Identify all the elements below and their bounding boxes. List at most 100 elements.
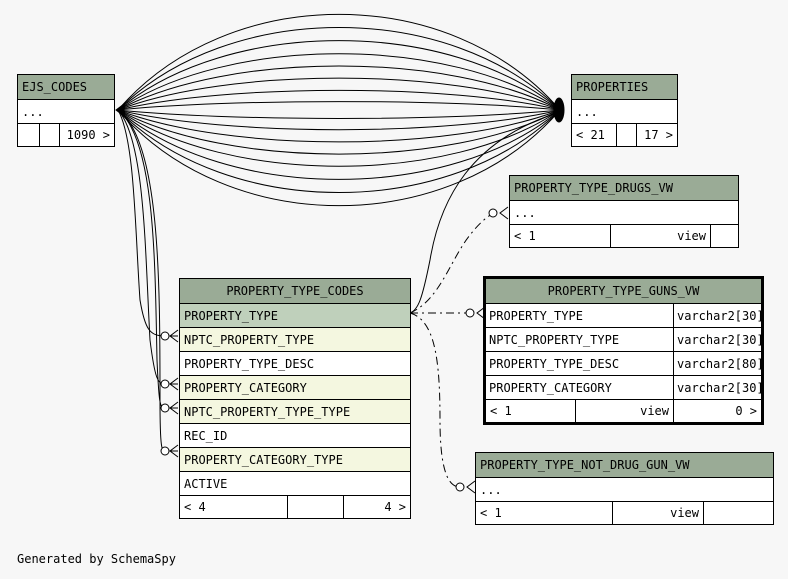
relationship-arc — [117, 109, 561, 193]
column-row[interactable]: PROPERTY_CATEGORY_TYPE — [180, 448, 410, 472]
column-row[interactable]: PROPERTY_CATEGORY — [180, 376, 410, 400]
children-count[interactable]: 0 > — [673, 400, 761, 422]
relationship-arc — [117, 27, 561, 111]
column-count — [39, 124, 59, 146]
column-count — [287, 496, 343, 518]
relationship-arc — [117, 109, 561, 119]
relationship-arc — [117, 109, 561, 155]
fk-line-property-category — [117, 109, 166, 385]
table-ejs-codes[interactable]: EJS_CODES ... 1090 > — [17, 74, 115, 147]
fk-end-circle — [160, 379, 170, 389]
table-placeholder: ... — [510, 201, 738, 225]
crowfoot-mark — [169, 401, 179, 415]
relationship-arc — [117, 77, 561, 111]
column-type: varchar2[80] — [673, 352, 761, 375]
column-name: PROPERTY_TYPE — [489, 309, 583, 323]
table-placeholder: ... — [572, 100, 677, 124]
crowfoot-mark — [466, 480, 476, 494]
fk-line-nptc-property-type — [117, 109, 166, 337]
column-type: varchar2[30] — [673, 328, 761, 351]
column-name: NPTC_PROPERTY_TYPE — [489, 333, 620, 347]
fk-line-drugs-vw — [409, 212, 496, 314]
table-property-type-codes[interactable]: PROPERTY_TYPE_CODES PROPERTY_TYPE NPTC_P… — [179, 278, 411, 519]
table-title[interactable]: PROPERTY_TYPE_CODES — [180, 279, 410, 304]
relationship-arc — [117, 53, 561, 111]
column-row[interactable]: NPTC_PROPERTY_TYPE — [180, 328, 410, 352]
children-count[interactable]: 17 > — [636, 124, 677, 146]
parents-count[interactable]: < 1 — [490, 404, 512, 418]
table-footer: 1090 > — [18, 124, 114, 146]
fk-line-not-drug-gun-vw — [409, 312, 461, 488]
fk-end-circle — [160, 331, 170, 341]
column-type: varchar2[30] — [673, 304, 761, 327]
column-type: varchar2[30] — [673, 376, 761, 399]
fk-end-circle — [455, 482, 465, 492]
parents-count[interactable]: < 4 — [184, 500, 206, 514]
crowfoot-mark — [169, 329, 179, 343]
column-name: PROPERTY_TYPE_DESC — [489, 357, 620, 371]
children-count[interactable]: 4 > — [343, 496, 410, 518]
column-row[interactable]: PROPERTY_CATEGORY varchar2[30] — [486, 376, 761, 400]
table-footer: < 1 view 0 > — [486, 400, 761, 422]
table-type: view — [612, 502, 703, 524]
table-properties[interactable]: PROPERTIES ... < 21 17 > — [571, 74, 678, 147]
fk-end-circle — [465, 308, 475, 318]
column-row[interactable]: PROPERTY_TYPE varchar2[30] — [486, 304, 761, 328]
column-count — [616, 124, 636, 146]
table-title[interactable]: PROPERTIES — [572, 75, 677, 100]
fk-line-properties-to-codes — [409, 111, 561, 314]
relationship-arc — [117, 13, 561, 111]
column-row[interactable]: REC_ID — [180, 424, 410, 448]
relationship-arc — [117, 89, 561, 111]
relationship-arc — [117, 109, 561, 180]
table-property-type-drugs-vw[interactable]: PROPERTY_TYPE_DRUGS_VW ... < 1 view — [509, 175, 739, 248]
table-property-type-not-drug-gun-vw[interactable]: PROPERTY_TYPE_NOT_DRUG_GUN_VW ... < 1 vi… — [475, 452, 774, 525]
table-title[interactable]: PROPERTY_TYPE_GUNS_VW — [486, 279, 761, 304]
column-row[interactable]: PROPERTY_TYPE_DESC — [180, 352, 410, 376]
table-title[interactable]: PROPERTY_TYPE_NOT_DRUG_GUN_VW — [476, 453, 773, 478]
relationship-arc — [117, 109, 561, 167]
parents-count[interactable]: < 1 — [480, 506, 502, 520]
column-row[interactable]: NPTC_PROPERTY_TYPE_TYPE — [180, 400, 410, 424]
table-placeholder: ... — [476, 478, 773, 502]
crowfoot-bundle — [553, 97, 565, 123]
column-name: PROPERTY_CATEGORY — [489, 381, 612, 395]
children-count — [703, 502, 773, 524]
crowfoot-mark — [169, 444, 179, 458]
parents-count[interactable]: < 21 — [576, 128, 605, 142]
relationship-arc — [117, 109, 561, 143]
table-property-type-guns-vw[interactable]: PROPERTY_TYPE_GUNS_VW PROPERTY_TYPE varc… — [483, 276, 764, 425]
arc-origin-marker — [115, 103, 125, 117]
table-type: view — [575, 400, 673, 422]
fk-line-property-category-type — [117, 109, 166, 452]
column-row[interactable]: PROPERTY_TYPE_DESC varchar2[80] — [486, 352, 761, 376]
table-placeholder: ... — [18, 100, 114, 124]
crowfoot-mark — [499, 206, 509, 220]
table-footer: < 4 4 > — [180, 496, 410, 518]
relationship-arc — [117, 109, 561, 207]
table-title[interactable]: PROPERTY_TYPE_DRUGS_VW — [510, 176, 738, 201]
table-title[interactable]: EJS_CODES — [18, 75, 114, 100]
fk-end-circle — [160, 403, 170, 413]
crowfoot-mark — [476, 306, 486, 320]
table-footer: < 21 17 > — [572, 124, 677, 146]
column-row[interactable]: PROPERTY_TYPE — [180, 304, 410, 328]
relationship-arc — [117, 109, 561, 131]
table-footer: < 1 view — [476, 502, 773, 524]
column-row[interactable]: NPTC_PROPERTY_TYPE varchar2[30] — [486, 328, 761, 352]
table-type: view — [610, 225, 710, 247]
fk-end-circle — [488, 208, 498, 218]
crowfoot-mark — [169, 377, 179, 391]
table-footer: < 1 view — [510, 225, 738, 247]
parents-count — [18, 124, 39, 146]
column-row[interactable]: ACTIVE — [180, 472, 410, 496]
relationship-arc — [117, 40, 561, 111]
fk-end-circle — [160, 446, 170, 456]
relationship-arc — [117, 101, 561, 111]
relationship-arc — [117, 65, 561, 111]
parents-count[interactable]: < 1 — [514, 229, 536, 243]
generated-by-note: Generated by SchemaSpy — [17, 552, 176, 566]
children-count[interactable]: 1090 > — [59, 124, 114, 146]
children-count — [710, 225, 738, 247]
